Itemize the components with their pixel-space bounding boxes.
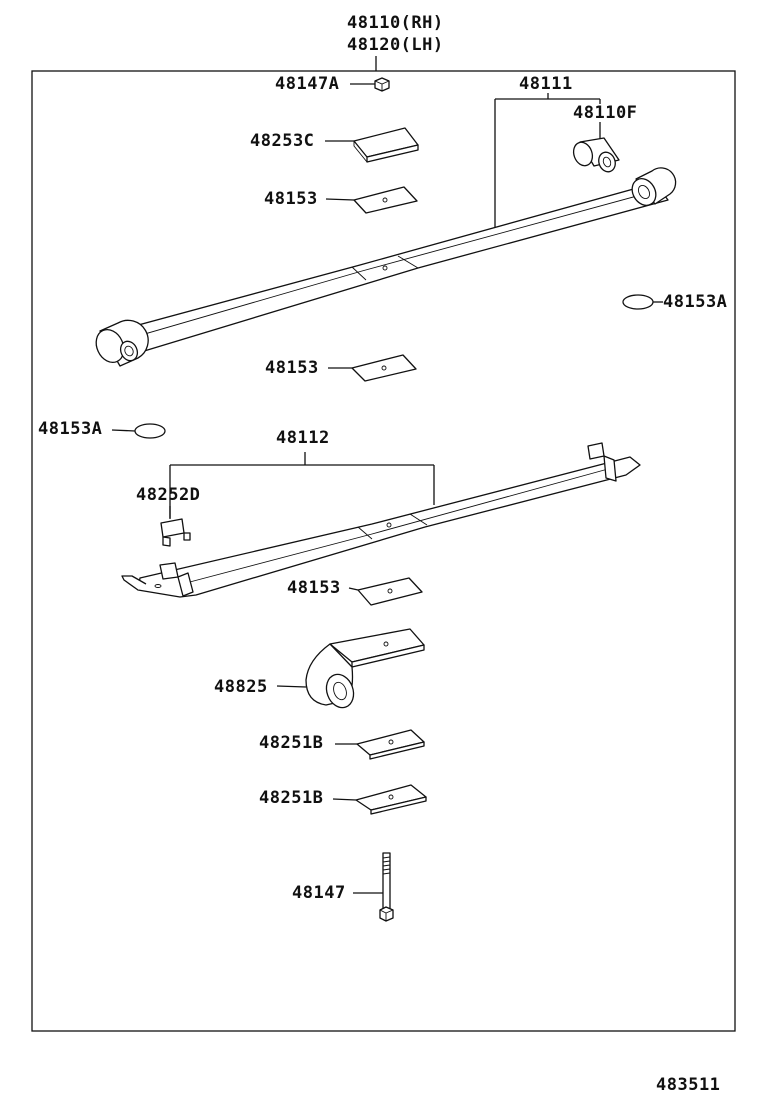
leader-48112 bbox=[169, 452, 435, 518]
label-48147: 48147 bbox=[292, 883, 346, 903]
part-48111-main-leaf bbox=[95, 167, 677, 367]
part-48153-pad-low bbox=[357, 577, 423, 606]
label-48112: 48112 bbox=[276, 428, 330, 448]
part-48147A-nut bbox=[374, 77, 390, 92]
label-48153A-right: 48153A bbox=[663, 292, 727, 312]
part-48153A-disc-right bbox=[622, 294, 654, 310]
label-48153A-left: 48153A bbox=[38, 419, 102, 439]
part-48253C-plate bbox=[353, 127, 419, 163]
leader-48153-low bbox=[348, 587, 359, 591]
label-48253C: 48253C bbox=[250, 131, 314, 151]
part-48147-center-bolt bbox=[379, 852, 394, 922]
part-48110F-bushing bbox=[572, 137, 620, 173]
label-48252D: 48252D bbox=[136, 485, 200, 505]
assembly-label-lh: 48120(LH) bbox=[347, 35, 444, 55]
assembly-label-rh: 48110(RH) bbox=[347, 13, 444, 33]
part-48112-second-leaf bbox=[121, 442, 641, 598]
label-48153-top: 48153 bbox=[264, 189, 318, 209]
part-48252D-clip bbox=[160, 518, 191, 547]
label-48153-mid: 48153 bbox=[265, 358, 319, 378]
assembly-frame bbox=[31, 70, 736, 1032]
leader-48111 bbox=[494, 93, 601, 230]
leader-48153-top bbox=[325, 198, 355, 201]
figure-number: 483511 bbox=[656, 1075, 720, 1095]
part-48153-pad-top bbox=[353, 186, 418, 214]
leader-48153A-left bbox=[111, 429, 136, 432]
part-48153-pad-mid bbox=[351, 354, 417, 382]
part-48251B-plate-2 bbox=[355, 784, 427, 815]
label-48251B-2: 48251B bbox=[259, 788, 323, 808]
leader-48251B-2 bbox=[332, 798, 357, 801]
label-48251B-1: 48251B bbox=[259, 733, 323, 753]
label-48825: 48825 bbox=[214, 677, 268, 697]
part-48153A-disc-left bbox=[134, 423, 166, 439]
part-48251B-plate-1 bbox=[356, 729, 425, 760]
label-48147A: 48147A bbox=[275, 74, 339, 94]
leader-48825 bbox=[276, 685, 307, 688]
label-48153-low: 48153 bbox=[287, 578, 341, 598]
label-48110F: 48110F bbox=[573, 103, 637, 123]
part-48825-spring-seat bbox=[305, 628, 425, 709]
label-48111: 48111 bbox=[519, 74, 573, 94]
